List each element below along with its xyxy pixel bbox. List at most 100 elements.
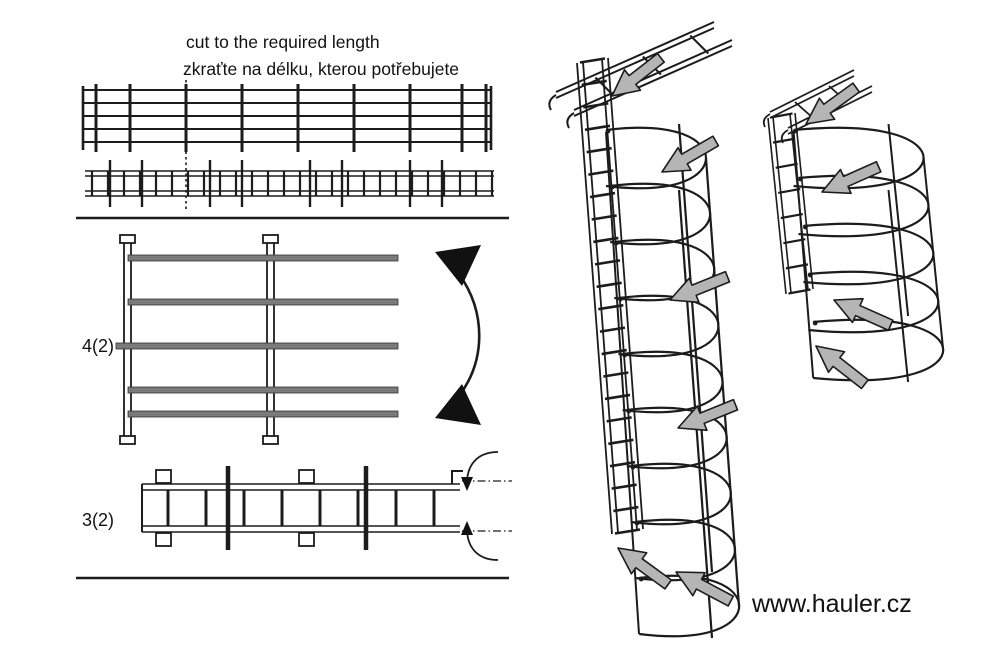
rung bbox=[594, 259, 621, 266]
flip-arrow-head-bottom bbox=[435, 384, 481, 425]
small-ladder bbox=[767, 112, 814, 295]
stile bbox=[601, 58, 638, 531]
fold-arrow-head bbox=[461, 521, 473, 535]
mount-bracket bbox=[298, 532, 315, 547]
rung bbox=[611, 483, 637, 490]
assembly-arrow-icon bbox=[664, 263, 734, 313]
cage-strap bbox=[887, 123, 910, 317]
rung bbox=[770, 112, 793, 119]
rung bbox=[583, 102, 609, 109]
part4-rail-cap bbox=[262, 234, 279, 244]
fold-arrow-arc bbox=[466, 530, 499, 561]
stile bbox=[576, 62, 613, 535]
hoop-mount-dot bbox=[638, 576, 644, 582]
rung bbox=[603, 371, 629, 378]
instruction-text-cs: zkraťte na délku, kterou potřebujete bbox=[183, 59, 459, 79]
hoop-mount-dot bbox=[798, 176, 803, 182]
rail-line bbox=[555, 21, 715, 93]
rung bbox=[780, 212, 803, 220]
ladder-sprue-diagram bbox=[85, 160, 494, 207]
flip-arrow-arc bbox=[457, 273, 481, 397]
mount-bracket bbox=[155, 469, 172, 484]
rail-line bbox=[555, 27, 715, 99]
rung bbox=[606, 416, 632, 423]
part4-rail-right bbox=[266, 240, 275, 438]
part4-diagram bbox=[115, 234, 399, 445]
part4-crossbar bbox=[127, 410, 399, 418]
stile bbox=[794, 112, 814, 290]
cage-hoop bbox=[798, 174, 930, 238]
rail-hook bbox=[566, 112, 575, 129]
part3-diagram bbox=[141, 466, 460, 550]
rail-hook bbox=[762, 113, 771, 128]
stile bbox=[607, 57, 644, 530]
cage-strap bbox=[677, 123, 714, 573]
rung bbox=[593, 236, 619, 244]
fold-arrow-arc bbox=[466, 451, 499, 482]
part4-rail-cap bbox=[119, 234, 136, 244]
mount-bracket bbox=[298, 469, 315, 484]
assembly-arrow-icon bbox=[815, 154, 885, 205]
rung bbox=[599, 326, 626, 333]
part4-crossbar bbox=[115, 342, 399, 350]
rung bbox=[579, 57, 606, 64]
rail-line bbox=[689, 34, 710, 55]
cage-strap bbox=[887, 189, 910, 383]
stile bbox=[582, 61, 619, 534]
hoop-mount-dot bbox=[618, 296, 623, 302]
part4-crossbar bbox=[127, 254, 399, 262]
rung bbox=[601, 348, 627, 356]
rail-sprue-diagram bbox=[81, 84, 493, 152]
rung bbox=[775, 162, 798, 169]
hoop-mount-dot bbox=[613, 240, 619, 246]
rung bbox=[604, 393, 631, 401]
assembly-arrow-icon bbox=[807, 334, 874, 396]
rail-hook bbox=[548, 94, 557, 111]
cage-hoop bbox=[618, 294, 720, 358]
hoop-mount-dot bbox=[609, 184, 615, 190]
stile bbox=[772, 116, 792, 294]
instruction-text-en: cut to the required length bbox=[186, 32, 380, 52]
cage-hoop bbox=[610, 182, 712, 246]
rung bbox=[613, 505, 639, 513]
hoop-mount-dot bbox=[626, 408, 632, 414]
rung bbox=[598, 303, 624, 311]
assembly-arrow-icon bbox=[672, 391, 742, 441]
part4-label: 4(2) bbox=[82, 336, 114, 356]
cage-hoop bbox=[630, 462, 733, 526]
rung bbox=[772, 137, 796, 144]
small-safety-cage bbox=[792, 123, 945, 383]
rung bbox=[596, 281, 622, 289]
fold-arrow-head bbox=[461, 477, 473, 491]
hoop-mount-dot bbox=[812, 320, 818, 326]
rung bbox=[584, 124, 611, 132]
part4-rail-cap bbox=[119, 435, 136, 445]
hoop-mount-dot bbox=[803, 224, 808, 230]
rail-line bbox=[769, 69, 855, 113]
cage-hoop bbox=[803, 222, 935, 286]
part4-crossbar bbox=[127, 386, 399, 394]
rung bbox=[581, 79, 607, 87]
rung bbox=[608, 438, 634, 446]
hoop-mount-dot bbox=[634, 520, 640, 526]
cage-strap bbox=[704, 157, 741, 607]
big-ladder bbox=[576, 57, 644, 535]
hoop-mount-dot bbox=[622, 352, 627, 358]
mount-bracket bbox=[155, 532, 172, 547]
assembly-arrow-icon bbox=[827, 287, 897, 338]
cage-hoop bbox=[622, 350, 724, 414]
website-label: www.hauler.cz bbox=[751, 590, 912, 618]
rail-line bbox=[769, 75, 855, 119]
part4-rail-cap bbox=[262, 435, 279, 445]
hoop-mount-dot bbox=[807, 272, 813, 278]
assembly-arrow-icon bbox=[609, 536, 677, 596]
part4-crossbar bbox=[127, 298, 399, 306]
rail-line bbox=[573, 39, 733, 111]
rung bbox=[614, 528, 641, 535]
rung bbox=[778, 187, 801, 195]
cage-strap bbox=[922, 157, 945, 351]
assembly-arrow-icon bbox=[797, 76, 865, 136]
part4-rail-left bbox=[123, 240, 132, 438]
flip-arrow bbox=[435, 245, 481, 425]
